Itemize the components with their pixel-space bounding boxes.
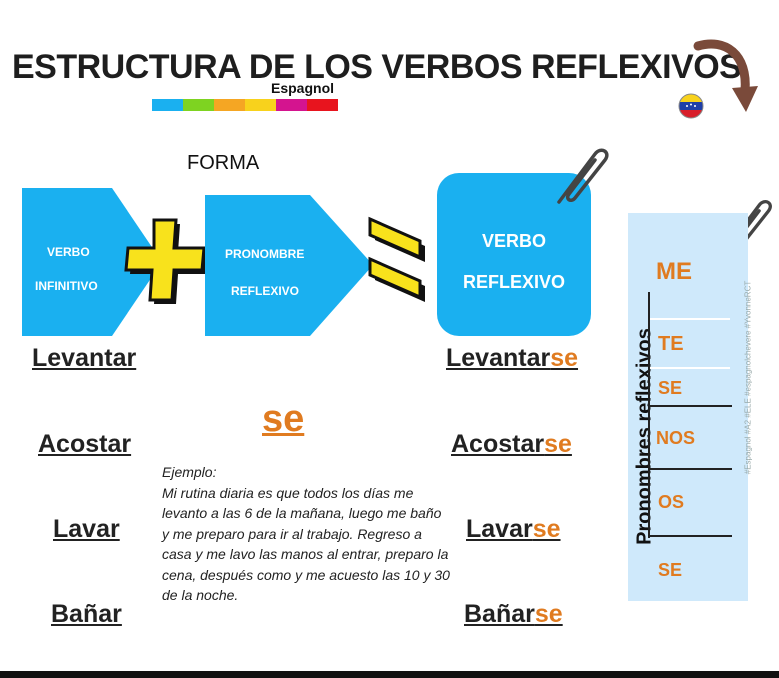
divider xyxy=(650,535,732,537)
verb-infinitive-1: Levantar xyxy=(32,344,137,372)
plus-icon xyxy=(124,218,208,304)
page-title: ESTRUCTURA DE LOS VERBOS REFLEXIVOS xyxy=(12,48,742,86)
divider xyxy=(650,468,732,470)
verb-reflexive-1: Levantarse xyxy=(446,344,578,373)
verb-infinitive-3: Lavar xyxy=(53,515,120,543)
box-pronombre-reflexivo: PRONOMBRE REFLEXIVO xyxy=(205,195,373,336)
divider xyxy=(650,405,732,407)
divider xyxy=(650,318,730,320)
verb-suffix: se xyxy=(534,600,563,628)
box3-line1: VERBO xyxy=(481,231,546,251)
arrow-shape xyxy=(22,188,162,336)
pronoun-os: OS xyxy=(658,492,685,512)
color-swatch-green xyxy=(183,99,214,111)
pronoun-se: SE xyxy=(658,378,683,398)
verb-suffix: se xyxy=(532,515,561,543)
paperclip-icon xyxy=(557,148,609,204)
color-swatch-orange xyxy=(214,99,245,111)
verb-reflexive-3: Lavarse xyxy=(466,515,561,544)
example-paragraph: Ejemplo: Mi rutina diaria es que todos l… xyxy=(162,462,452,606)
box-verbo-reflexivo: VERBO REFLEXIVO xyxy=(437,173,591,336)
verb-infinitive-4: Bañar xyxy=(51,600,122,628)
verb-base: Acostar xyxy=(451,430,545,458)
pronoun-se-plural: SE xyxy=(658,560,683,580)
verb-reflexive-2: Acostarse xyxy=(451,430,572,459)
color-swatch-red xyxy=(307,99,338,111)
example-text: Mi rutina diaria es que todos los días m… xyxy=(162,484,450,604)
box3-line2: REFLEXIVO xyxy=(462,272,565,292)
center-pronoun: se xyxy=(262,398,305,440)
example-heading: Ejemplo: xyxy=(162,464,217,480)
verb-suffix: se xyxy=(544,430,572,458)
pronoun-te: TE xyxy=(658,333,684,355)
color-bar xyxy=(152,99,338,111)
color-swatch-yellow xyxy=(245,99,276,111)
pronoun-me: ME xyxy=(656,258,692,285)
color-swatch-magenta xyxy=(276,99,307,111)
pronouns-vertical-label: Pronombres reflexivos xyxy=(633,328,656,545)
watermark: #Espagnol #A2 #ELE #espagnolchevere #Yvo… xyxy=(743,280,753,475)
box2-line2: REFLEXIVO xyxy=(231,284,300,298)
verb-infinitive-2: Acostar xyxy=(38,430,132,458)
color-swatch-blue xyxy=(152,99,183,111)
box-verbo-infinitivo: VERBO INFINITIVO xyxy=(22,188,162,336)
equals-icon xyxy=(368,216,425,302)
divider xyxy=(650,367,730,369)
page-subtitle: Espagnol xyxy=(271,80,335,96)
pronoun-nos: NOS xyxy=(656,428,696,448)
pronouns-vertical-rule xyxy=(648,292,650,538)
forma-label: FORMA xyxy=(187,152,260,174)
verb-base: Levantar xyxy=(446,344,551,372)
flag-icon xyxy=(678,93,704,119)
verb-suffix: se xyxy=(550,344,579,372)
box2-line1: PRONOMBRE xyxy=(225,247,305,261)
verb-base: Lavar xyxy=(466,515,533,543)
arrow-shape xyxy=(205,195,373,336)
box1-line2: INFINITIVO xyxy=(35,279,98,293)
bottom-bar xyxy=(0,671,779,678)
verb-base: Bañar xyxy=(464,600,535,628)
curved-arrow-icon xyxy=(693,39,758,112)
verb-reflexive-4: Bañarse xyxy=(464,600,563,629)
box1-line1: VERBO xyxy=(47,245,90,259)
